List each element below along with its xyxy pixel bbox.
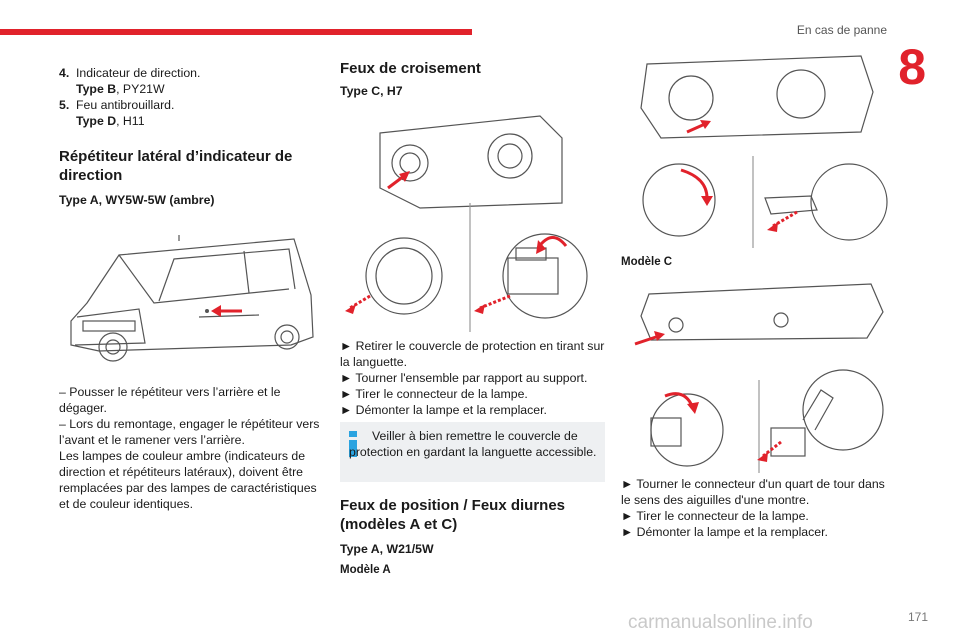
watermark: carmanualsonline.info [628,612,813,633]
position-lights-subheading: Type A, W21/5W [340,542,434,556]
arrow-icon [767,210,798,232]
list-item: 5. Feu antibrouillard. Type D, H11 [59,98,175,128]
arrow-icon [345,294,371,314]
arrow-icon [211,305,242,317]
arrow-icon [387,171,410,190]
model-c-illustration [634,283,884,473]
model-a-illustration [640,55,888,248]
repeater-subheading: Type A, WY5W-5W (ambre) [59,193,215,207]
info-icon [349,431,357,457]
arrow-icon [634,331,665,346]
arrow-icon [757,440,782,462]
low-beam-heading: Feux de croisement [340,60,481,77]
repeater-heading: Répétiteur latéral d’indicateur de direc… [59,148,293,184]
low-beam-steps: ► Retirer le couvercle de protection en … [340,339,605,417]
repeater-instructions: – Pousser le répétiteur vers l’arrière e… [59,385,320,511]
arrow-icon [536,236,568,254]
info-text: Veiller à bien remettre le couvercle de … [349,429,597,459]
arrow-icon [474,294,511,314]
model-c-steps: ► Tourner le connecteur d'un quart de to… [621,477,885,539]
page-number: 171 [907,610,928,624]
list-item: 4. Indicateur de direction. Type B, PY21… [59,66,201,96]
low-beam-illustration [345,115,588,332]
low-beam-subheading: Type C, H7 [340,84,403,98]
arrow-icon [680,168,713,206]
info-box: Veiller à bien remettre le couvercle de … [340,422,605,482]
bulb-list: 4. Indicateur de direction. Type B, PY21… [59,65,321,129]
section-title: En cas de panne [796,23,887,37]
model-a-label: Modèle A [340,564,391,576]
arrow-icon [664,392,699,414]
model-c-label: Modèle C [621,256,673,268]
van-illustration [70,235,314,362]
arrow-icon [686,120,711,134]
position-lights-heading: Feux de position / Feux diurnes (modèles… [340,497,566,533]
chapter-number: 8 [898,39,926,95]
header-red-bar [0,29,472,35]
